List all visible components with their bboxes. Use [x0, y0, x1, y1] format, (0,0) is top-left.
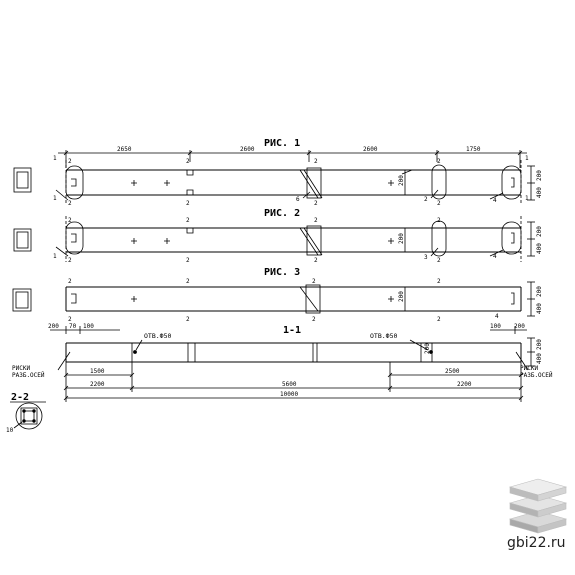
- marker-2-fig1-b: 2: [68, 200, 72, 207]
- marker-2-fig1-a: 2: [68, 158, 72, 165]
- hole-label-right: ОТВ.Ф50: [370, 332, 397, 340]
- marker-2-fig2-c: 2: [186, 217, 190, 224]
- dim-1750: 1750: [466, 146, 481, 153]
- marker-2-fig1-f: 2: [314, 200, 318, 207]
- marker-2-fig3-c: 2: [186, 278, 190, 285]
- side-section-2: [13, 228, 32, 252]
- dim-400-fig2: 400: [536, 243, 543, 254]
- dim-2600-a: 2600: [240, 146, 255, 153]
- dim-2650: 2650: [117, 146, 132, 153]
- marker-2-fig2-e: 2: [314, 217, 318, 224]
- marker-2-fig1-e: 2: [314, 158, 318, 165]
- dim-100-right: 100: [490, 323, 501, 330]
- figure-1-title: РИС. 1: [264, 138, 300, 149]
- marks-label-right-1: РИСКИ: [520, 365, 538, 372]
- section-1-1-title: 1-1: [283, 325, 301, 336]
- marker-4-fig2: 4: [493, 253, 497, 260]
- side-section-3: [12, 288, 32, 312]
- figure-1-beam: [55, 150, 535, 205]
- marker-2-fig3-a: 2: [68, 278, 72, 285]
- marker-2-fig2-b: 2: [68, 257, 72, 264]
- marks-label-left-2: РАЗБ.ОСЕЙ: [12, 372, 45, 379]
- marker-2-fig2-d: 2: [186, 257, 190, 264]
- marker-2-fig1-c: 2: [186, 158, 190, 165]
- dim-200-mid-s11: 200: [424, 343, 431, 354]
- marker-3-fig2: 3: [424, 254, 428, 261]
- section-2-2: [10, 401, 46, 430]
- dim-2200-right: 2200: [457, 381, 472, 388]
- dim-200-left: 200: [48, 323, 59, 330]
- dim-2600-b: 2600: [363, 146, 378, 153]
- marker-4-fig1: 4: [493, 197, 497, 204]
- marker-2-fig3-b: 2: [68, 316, 72, 323]
- marker-1-fig1-b: 1: [53, 195, 57, 202]
- marker-2-fig2-g: 2: [437, 217, 441, 224]
- marker-2-fig3-f: 2: [312, 316, 316, 323]
- dim-200-mid-fig1: 200: [398, 175, 405, 186]
- section-1-1: [50, 326, 535, 402]
- dim-5600: 5600: [282, 381, 297, 388]
- dim-200-right: 200: [514, 323, 525, 330]
- marker-2-fig1-h: 2: [437, 158, 441, 165]
- layered-blocks-icon: [508, 478, 568, 534]
- hole-label-left: ОТВ.Ф50: [144, 332, 171, 340]
- marker-2-fig1-d: 2: [186, 200, 190, 207]
- marker-2-fig3-d: 2: [186, 316, 190, 323]
- dim-400-s11: 400: [536, 353, 543, 364]
- marker-2-fig2-a: 2: [68, 217, 72, 224]
- figure-3-beam: [65, 281, 535, 317]
- marks-label-right-2: РАЗБ.ОСЕЙ: [520, 372, 553, 379]
- figure-2-title: РИС. 2: [264, 208, 300, 219]
- dim-70-left: 70: [69, 323, 77, 330]
- marker-2-fig1-g: 2: [424, 196, 428, 203]
- marker-6-fig1: 6: [296, 196, 300, 203]
- figure-3-title: РИС. 3: [264, 267, 300, 278]
- dim-100-left: 100: [83, 323, 94, 330]
- dim-400-fig1: 400: [536, 187, 543, 198]
- dim-200-s11: 200: [536, 339, 543, 350]
- marker-1-fig1-a: 1: [53, 155, 57, 162]
- marker-2-fig3-e: 2: [312, 278, 316, 285]
- marker-1-fig2: 1: [53, 253, 57, 260]
- dim-200-mid-fig3: 200: [398, 291, 405, 302]
- marker-2-fig3-g: 2: [437, 278, 441, 285]
- dim-200-mid-fig2: 200: [398, 233, 405, 244]
- marker-4-fig3: 4: [495, 313, 499, 320]
- dim-200-fig2: 200: [536, 226, 543, 237]
- dim-200-fig3: 200: [536, 286, 543, 297]
- marker-1-fig1-c: 1: [525, 155, 529, 162]
- marker-2-fig2-f: 2: [314, 257, 318, 264]
- dim-2500: 2500: [445, 368, 460, 375]
- dim-200-fig1: 200: [536, 170, 543, 181]
- drawing-text: РИС. 1 РИС. 2 РИС. 3 1-1 2-2 2650 2600 2…: [6, 138, 553, 434]
- marker-2-fig1-i: 2: [437, 200, 441, 207]
- figure-2-beam: [55, 216, 535, 262]
- side-section-1: [13, 167, 32, 193]
- dim-2200-left: 2200: [90, 381, 105, 388]
- section-2-2-title: 2-2: [11, 392, 29, 403]
- dim-1500: 1500: [90, 368, 105, 375]
- marker-2-fig2-h: 2: [437, 257, 441, 264]
- dim-10000: 10000: [280, 391, 298, 398]
- rebar-number: 10: [6, 427, 14, 434]
- marker-1-fig1-d: 1: [525, 195, 529, 202]
- marks-label-left-1: РИСКИ: [12, 365, 30, 372]
- marker-2-fig3-h: 2: [437, 316, 441, 323]
- watermark-site: gbi22.ru: [507, 535, 566, 551]
- dim-400-fig3: 400: [536, 303, 543, 314]
